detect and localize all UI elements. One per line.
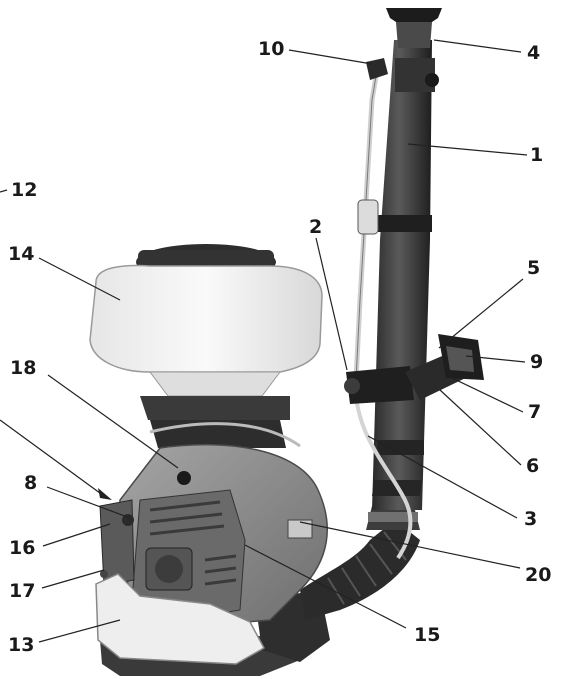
callout-8: 8 <box>24 472 38 494</box>
callout-9: 9 <box>530 351 544 373</box>
mount-bracket <box>140 396 301 448</box>
hopper-tank <box>89 244 323 397</box>
callout-3: 3 <box>524 508 538 530</box>
fuel-tank <box>95 570 266 665</box>
callout-14: 14 <box>8 243 35 265</box>
fluid-line <box>353 58 413 560</box>
callout-5: 5 <box>527 257 541 279</box>
callout-4: 4 <box>527 42 541 64</box>
pointer-arrow <box>98 488 112 500</box>
callout-10: 10 <box>258 38 285 60</box>
callout-17: 17 <box>9 580 36 602</box>
callout-15: 15 <box>414 624 441 646</box>
handle-assembly <box>344 334 484 404</box>
callout-20: 20 <box>525 564 552 586</box>
flexible-hose <box>300 506 420 620</box>
blower-tube <box>372 8 442 510</box>
callout-1: 1 <box>530 144 544 166</box>
callout-18: 18 <box>10 357 37 379</box>
callout-13: 13 <box>8 634 35 656</box>
callout-7: 7 <box>528 401 542 423</box>
callout-12: 12 <box>11 179 38 201</box>
callout-6: 6 <box>526 455 540 477</box>
callout-2: 2 <box>309 216 323 238</box>
engine-housing <box>99 443 328 627</box>
leader-lines <box>0 39 528 643</box>
callout-16: 16 <box>9 537 36 559</box>
